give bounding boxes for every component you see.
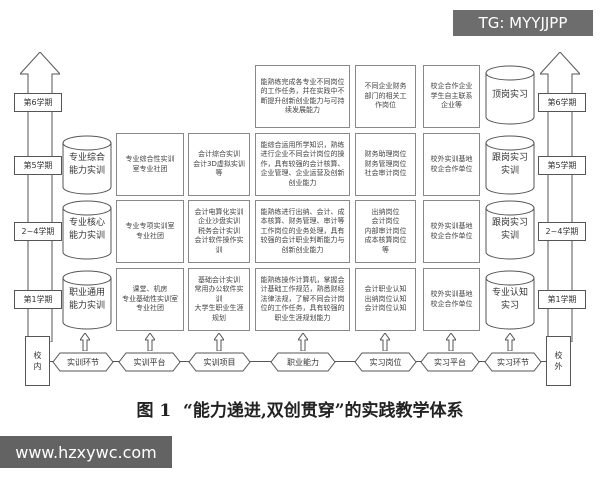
cylinder-post-internship: 顶岗实习	[485, 65, 535, 125]
figure-caption: 图 1 “能力递进,双创贯穿”的实践教学体系	[136, 401, 464, 421]
semester-1-right: 第1学期	[538, 290, 586, 309]
up-arrow-icon	[298, 333, 308, 351]
semester-1-left: 第1学期	[14, 290, 62, 309]
up-arrow-icon	[214, 333, 224, 351]
cylinder-follow-internship-5: 跟岗实习 实训	[485, 135, 535, 195]
ability-1: 能熟练操作计算机，掌握会计基础工作规范，熟悉财经法律法规，了解不同会计岗位的工作…	[255, 268, 350, 331]
cylinder-follow-internship-2-4: 跟岗实习 实训	[485, 200, 535, 260]
training-platform-5: 专业综合性实训 室专业社团	[116, 133, 184, 196]
internship-platform-5: 校外实训基地 校企合作单位	[423, 133, 480, 196]
up-arrow-icon	[446, 333, 456, 351]
up-arrow-icon	[80, 333, 90, 351]
up-arrow-icon	[505, 333, 515, 351]
semester-5-left: 第5学期	[14, 156, 62, 175]
hex-training-project: 实训项目	[188, 352, 251, 372]
training-platform-2-4: 专业专项实训室 专业社团	[116, 200, 184, 263]
training-project-5: 会计综合实训 会计3D虚拟实训 等	[188, 133, 250, 196]
internship-post-6: 不同企业财务 部门的相关工 作岗位	[355, 65, 416, 128]
semester-2-4-left: 2~4学期	[14, 222, 62, 241]
cylinder-general-training: 职业通用 能力实训	[62, 270, 112, 330]
semester-2-4-right: 2~4学期	[538, 222, 586, 241]
hex-professional-ability: 职业能力	[270, 352, 336, 372]
ability-2-4: 能熟练进行出纳、会计、成本核算、财务管理、审计等工作岗位的业务处理，具有较强的会…	[255, 200, 350, 263]
ability-6: 能熟练完成各专业不同岗位的工作任务，并在实践中不断提升创新创业能力与可持续发展能…	[255, 65, 350, 128]
training-project-1: 基础会计实训 常用办公软件实 训 大学生职业生涯 规划	[188, 268, 250, 331]
hex-training-platform: 实训平台	[118, 352, 181, 372]
ability-5: 能综合运用所学知识，熟练进行企业不同会计岗位的操作，具有较强的会计核算、企业管理…	[255, 133, 350, 196]
internship-post-2-4: 出纳岗位 会计岗位 内部审计岗位 成本核算岗位 等	[355, 200, 416, 263]
up-arrow-icon	[380, 333, 390, 351]
on-campus-base: 校 内	[25, 336, 50, 386]
off-campus-base: 校 外	[546, 336, 571, 386]
watermark-bottom: www.hzxywc.com	[0, 436, 172, 468]
cylinder-core-training: 专业核心 能力实训	[62, 200, 112, 260]
internship-platform-1: 校外实训基地 校企合作单位	[423, 268, 480, 331]
internship-platform-6: 校企合作企业 学生自主联系 企业等	[423, 65, 480, 128]
internship-post-1: 会计职业认知 出纳岗位认知 会计岗位认知	[355, 268, 416, 331]
watermark-top: TG: MYYJJPP	[453, 10, 593, 36]
training-project-2-4: 会计电算化实训 企业沙盘实训 税务会计实训 会计软件操作实 训	[188, 200, 250, 263]
cylinder-comprehensive-training: 专业综合 能力实训	[62, 135, 112, 195]
hex-training-stage: 实训环节	[52, 352, 114, 372]
semester-5-right: 第5学期	[538, 156, 586, 175]
internship-platform-2-4: 校外实训基地 校企合作单位	[423, 200, 480, 263]
hex-internship-platform: 实习平台	[420, 352, 480, 372]
hex-internship-post: 实习岗位	[354, 352, 417, 372]
internship-post-5: 财务助理岗位 财务管理岗位 社会审计岗位	[355, 133, 416, 196]
training-platform-1: 课堂、机房 专业基础性实训室 专业社团	[116, 268, 184, 331]
hex-internship-stage: 实习环节	[484, 352, 542, 372]
semester-6-right: 第6学期	[538, 93, 586, 112]
cylinder-cognitive-internship: 专业认知 实习	[485, 270, 535, 330]
up-arrow-icon	[145, 333, 155, 351]
semester-6-left: 第6学期	[14, 93, 62, 112]
